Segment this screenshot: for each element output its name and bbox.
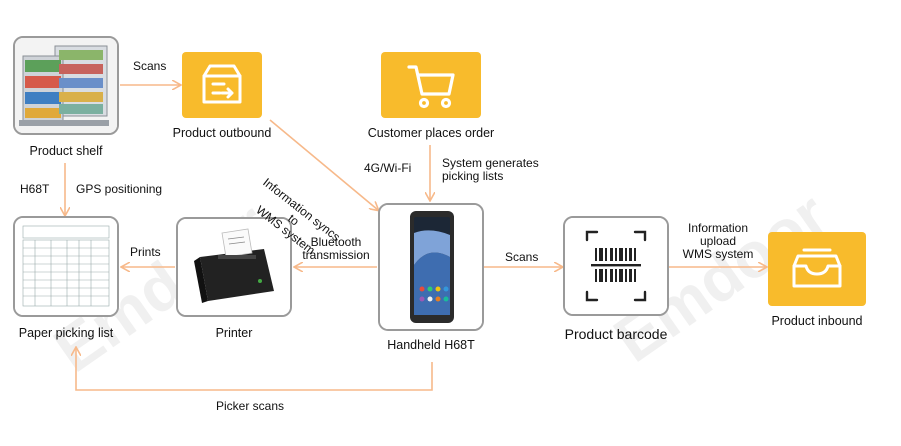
edge-label-bluetooth: Bluetooth transmission <box>296 236 376 262</box>
bluetooth-line1: Bluetooth <box>310 235 362 249</box>
shelf-image <box>15 38 117 133</box>
printer-card <box>176 217 292 317</box>
product-barcode-label: Product barcode <box>564 326 668 342</box>
inbox-tray-icon <box>792 248 842 288</box>
sys-gen-line2: picking lists <box>442 169 504 183</box>
info-upload-line3: WMS system <box>682 247 754 261</box>
arrow-picker-scans <box>76 348 433 391</box>
edge-label-prints: Prints <box>130 245 161 259</box>
product-outbound-label: Product outbound <box>172 126 272 140</box>
edge-label-network: 4G/Wi-Fi <box>364 161 412 175</box>
product-inbound-card <box>768 232 866 306</box>
edge-label-h68t: H68T <box>20 182 50 196</box>
product-outbound-card <box>182 52 262 118</box>
handheld-image <box>380 205 482 329</box>
arrow-outbound-to-handheld <box>269 119 378 210</box>
picking-list-image <box>15 218 117 315</box>
edge-label-picker-scans: Picker scans <box>216 399 285 413</box>
printer-label: Printer <box>215 326 253 340</box>
edge-label-system-generates: System generates picking lists <box>442 157 539 183</box>
product-inbound-label: Product inbound <box>771 314 863 328</box>
shopping-cart-icon <box>407 65 455 109</box>
bluetooth-line2: transmission <box>302 248 370 262</box>
customer-order-card <box>381 52 481 118</box>
edge-label-scans-right: Scans <box>505 250 539 264</box>
edge-label-scans-top: Scans <box>133 59 167 73</box>
product-barcode-card <box>563 216 669 316</box>
edge-label-gps: GPS positioning <box>76 182 163 196</box>
info-upload-line2: upload <box>699 234 737 248</box>
paper-list-card <box>13 216 119 317</box>
product-shelf-card <box>13 36 119 135</box>
edge-label-info-upload: Information upload WMS system <box>672 222 764 261</box>
sys-gen-line1: System generates <box>442 156 539 170</box>
handheld-card <box>378 203 484 331</box>
paper-list-label: Paper picking list <box>18 326 114 340</box>
info-upload-line1: Information <box>687 221 749 235</box>
customer-order-label: Customer places order <box>367 126 495 140</box>
product-shelf-label: Product shelf <box>29 144 103 158</box>
printer-image <box>178 219 290 315</box>
handheld-label: Handheld H68T <box>387 338 475 352</box>
box-arrow-icon <box>202 64 242 104</box>
barcode-scan-icon <box>565 218 667 314</box>
